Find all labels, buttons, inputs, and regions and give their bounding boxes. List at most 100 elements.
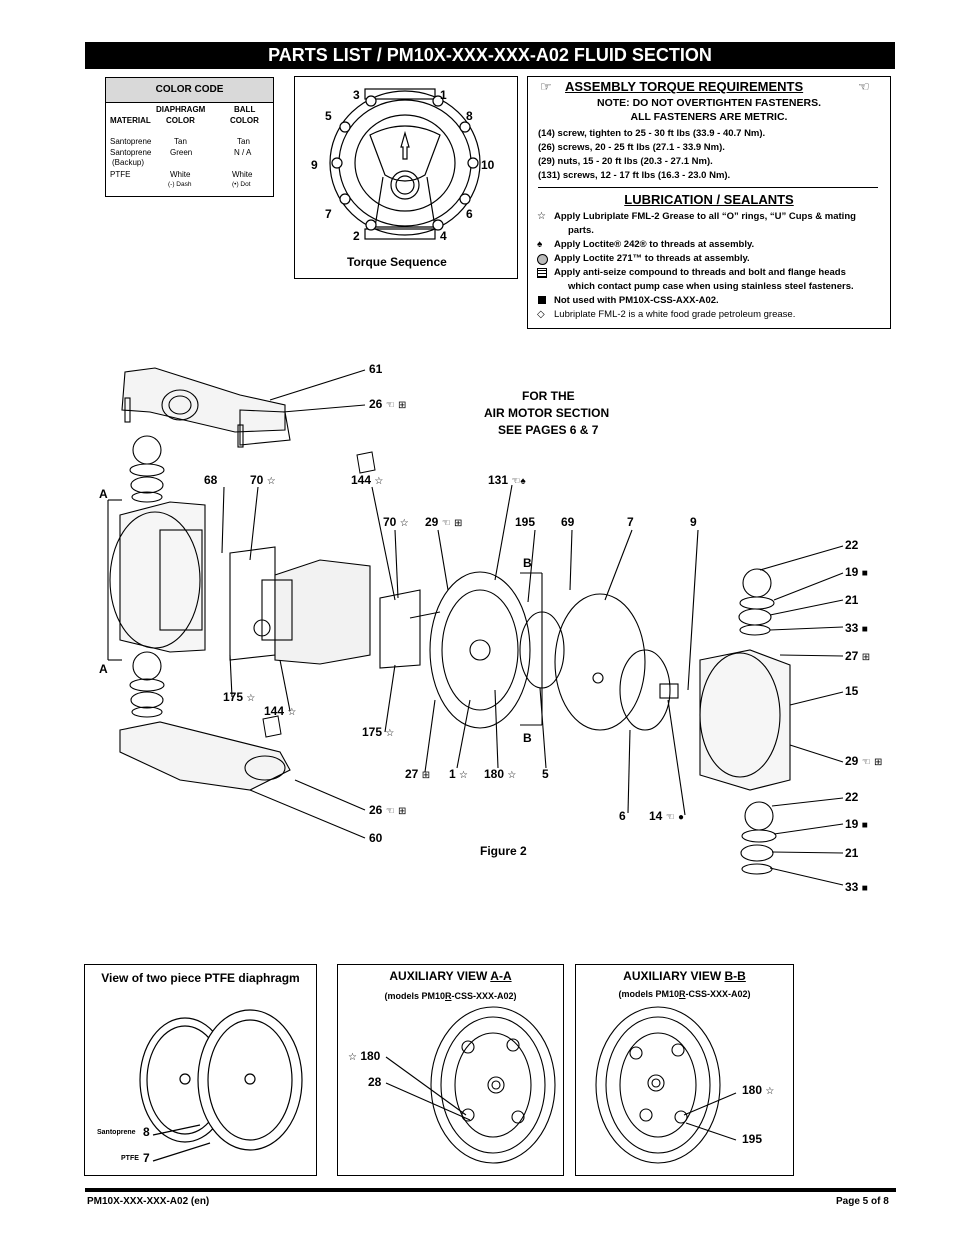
air-motor-note-2: AIR MOTOR SECTION <box>484 406 610 420</box>
section-mark-b-bottom: B <box>523 731 532 745</box>
auxiliary-view-aa-box: AUXILIARY VIEW A-A (models PM10R-CSS-XXX… <box>337 964 564 1176</box>
torque-num-2: 2 <box>353 229 360 243</box>
section-mark-a-top: A <box>99 487 108 501</box>
cc-row-1-material: Santoprene <box>110 137 152 146</box>
pointing-hand-right-icon: ☞ <box>540 79 552 94</box>
black-square-icon: ■ <box>861 568 868 579</box>
star-outline-icon: ☆ <box>459 770 468 781</box>
footer-rule <box>85 1188 896 1192</box>
figure-caption: Figure 2 <box>480 844 527 858</box>
cc-row-4-material: PTFE <box>110 170 131 179</box>
label-195: 195 <box>515 515 536 529</box>
torque-line-131: (131) screws, 12 - 17 ft lbs (16.3 - 23.… <box>538 170 731 181</box>
divider <box>538 187 878 188</box>
aux-aa-prefix: AUXILIARY VIEW <box>389 969 491 983</box>
dash-note: (-) Dash <box>168 181 192 188</box>
ptfe-number: 7 <box>143 1151 150 1165</box>
torque-sequence-drawing <box>329 88 481 240</box>
label-144-bottom-num: 144 <box>264 704 285 718</box>
auxiliary-view-bb-box: AUXILIARY VIEW B-B (models PM10R-CSS-XXX… <box>575 964 794 1176</box>
aux-aa-180-num: 180 <box>360 1049 381 1063</box>
lub-line-4a: Apply anti-seize compound to threads and… <box>554 267 846 278</box>
aux-bb-prefix: AUXILIARY VIEW <box>623 969 725 983</box>
star-outline-icon: ☆ <box>399 518 409 529</box>
label-27-right-num: 27 <box>845 649 859 663</box>
aux-aa-sub-suffix: -CSS-XXX-A02) <box>451 991 517 1001</box>
label-27-right: 27 ⊞ <box>845 649 870 663</box>
aux-aa-tag: A-A <box>490 969 512 983</box>
torque-note-2: ALL FASTENERS ARE METRIC. <box>630 111 788 123</box>
label-131: 131 ☜♠ <box>488 473 526 487</box>
torque-num-5: 5 <box>325 109 332 123</box>
label-175-right-num: 175 <box>362 725 383 739</box>
ptfe-view-title: View of two piece PTFE diaphragm <box>101 971 300 985</box>
label-60: 60 <box>369 831 383 845</box>
page-title: PARTS LIST / PM10X-XXX-XXX-A02 FLUID SEC… <box>85 42 895 69</box>
aux-bb-sub-suffix: -CSS-XXX-A02) <box>685 989 751 999</box>
star-outline-icon: ☆ <box>348 1052 357 1063</box>
torque-num-4: 4 <box>440 229 447 243</box>
aux-aa-28-label: 28 <box>368 1075 382 1089</box>
lub-line-1a: Apply Lubriplate FML-2 Grease to all “O”… <box>554 211 856 222</box>
torque-line-26: (26) screws, 20 - 25 ft lbs (27.1 - 33.9… <box>538 142 725 153</box>
torque-line-29: (29) nuts, 15 - 20 ft lbs (20.3 - 27.1 N… <box>538 156 713 167</box>
ptfe-diaphragm-view-box: View of two piece PTFE diaphragm Santopr… <box>84 964 317 1176</box>
ptfe-label: PTFE <box>121 1155 139 1162</box>
assembly-torque-heading: ASSEMBLY TORQUE REQUIREMENTS <box>565 79 804 94</box>
star-outline-icon: ☆ <box>385 728 395 739</box>
label-26-top-num: 26 <box>369 397 383 411</box>
label-175-left-num: 175 <box>223 690 244 704</box>
label-70-left: 70 ☆ <box>250 473 276 487</box>
dot-note: (•) Dot <box>232 181 251 188</box>
label-33-upper-num: 33 <box>845 621 859 635</box>
label-21-upper: 21 <box>845 593 859 607</box>
label-14-num: 14 <box>649 809 663 823</box>
aux-view-bb-title: AUXILIARY VIEW B-B <box>576 969 793 983</box>
gray-dot-icon <box>537 254 548 265</box>
label-15: 15 <box>845 684 859 698</box>
label-175-right: 175 ☆ <box>362 725 394 739</box>
label-26-bottom: 26 ☜ ⊞ <box>369 803 406 817</box>
label-180-num: 180 <box>484 767 505 781</box>
label-14: 14 ☜ ● <box>649 809 684 823</box>
grid-icon: ⊞ <box>454 518 463 529</box>
label-33-lower: 33 ■ <box>845 880 868 894</box>
pointing-hand-left-icon: ☜ <box>858 79 870 94</box>
aux-bb-195-label: 195 <box>742 1132 763 1146</box>
color-code-table: COLOR CODE DIAPHRAGM BALL MATERIAL COLOR… <box>105 77 274 197</box>
label-33-upper: 33 ■ <box>845 621 868 635</box>
santoprene-label: Santoprene <box>97 1129 136 1136</box>
cc-row-4-diaphragm: White <box>170 170 191 179</box>
torque-num-3: 3 <box>353 88 360 102</box>
section-mark-a-bottom: A <box>99 662 108 676</box>
label-5: 5 <box>542 767 549 781</box>
label-7: 7 <box>627 515 634 529</box>
cc-row-2-diaphragm: Green <box>170 148 193 157</box>
aux-view-bb-subtitle: (models PM10R-CSS-XXX-A02) <box>576 989 793 999</box>
star-outline-icon: ☆ <box>374 476 384 487</box>
aux-view-aa-title: AUXILIARY VIEW A-A <box>338 969 563 983</box>
gray-dot-icon: ● <box>678 812 685 823</box>
torque-num-8: 8 <box>466 109 473 123</box>
hand-left-icon: ☜ <box>665 812 675 823</box>
col-color-2: COLOR <box>230 116 259 125</box>
spade-icon: ♠ <box>520 476 526 487</box>
grid-icon: ⊞ <box>398 400 407 411</box>
section-mark-b-top: B <box>523 556 532 570</box>
air-motor-note-1: FOR THE <box>522 389 575 403</box>
label-33-lower-num: 33 <box>845 880 859 894</box>
aux-aa-sub-prefix: (models PM10 <box>384 991 445 1001</box>
label-29-lower-num: 29 <box>845 754 859 768</box>
torque-num-7: 7 <box>325 207 332 221</box>
lub-line-3: Apply Loctite 271™ to threads at assembl… <box>554 253 750 264</box>
ptfe-diaphragm-drawing <box>139 1009 303 1162</box>
diamond-outline-icon: ◇ <box>537 309 545 320</box>
cc-row-2-material: Santoprene <box>110 148 152 157</box>
hand-left-icon: ☜ <box>511 476 521 487</box>
aux-bb-180-label: 180 ☆ <box>742 1083 774 1097</box>
aux-view-aa-subtitle: (models PM10R-CSS-XXX-A02) <box>338 991 563 1001</box>
cc-row-1-ball: Tan <box>237 137 250 146</box>
label-69: 69 <box>561 515 575 529</box>
label-19-lower: 19 ■ <box>845 817 868 831</box>
